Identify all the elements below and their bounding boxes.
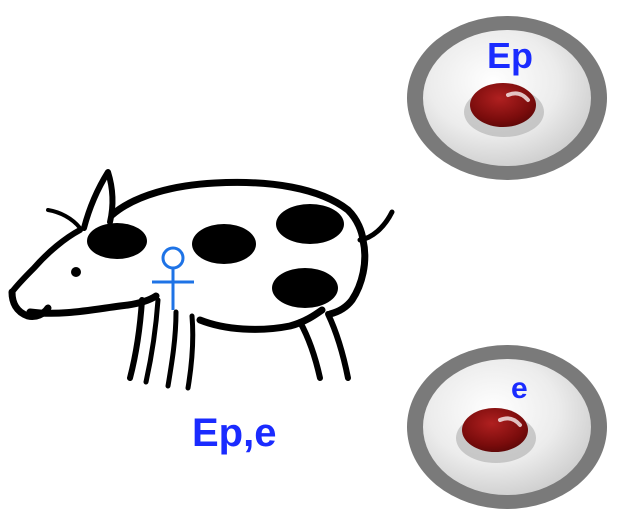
pig-back-outline (108, 178, 367, 244)
pig-jaw (26, 292, 160, 317)
pig-ear-inner (46, 208, 82, 230)
pig-front-leg-4 (185, 313, 196, 391)
pig-genotype-label: Ep,e (192, 411, 277, 455)
pig-eye (71, 267, 81, 277)
egg-cell-bottom (407, 345, 607, 509)
pig-spots (87, 204, 344, 308)
pig-front-leg-1 (127, 297, 145, 381)
egg-nucleus (470, 83, 536, 127)
pig-back-leg-2 (325, 311, 351, 381)
pig-spot (272, 268, 338, 308)
egg-nucleus (462, 408, 528, 452)
pig-head-top (9, 227, 83, 295)
egg-top-allele-label: Ep (487, 35, 534, 76)
pig-front-leg-3 (165, 309, 179, 389)
egg-cell-top (407, 16, 607, 180)
pig-rump (326, 236, 369, 318)
egg-bottom-allele-label: e (511, 372, 528, 405)
pig-front-leg-2 (143, 297, 161, 385)
pig-illustration (8, 169, 395, 391)
pig-spot (87, 223, 147, 259)
female-symbol-icon (152, 246, 194, 310)
pig-ear (81, 169, 116, 231)
pig-spot (192, 224, 256, 264)
pig-back-leg-1 (297, 319, 323, 381)
pig-spot (276, 204, 344, 244)
pig-belly (196, 306, 326, 333)
